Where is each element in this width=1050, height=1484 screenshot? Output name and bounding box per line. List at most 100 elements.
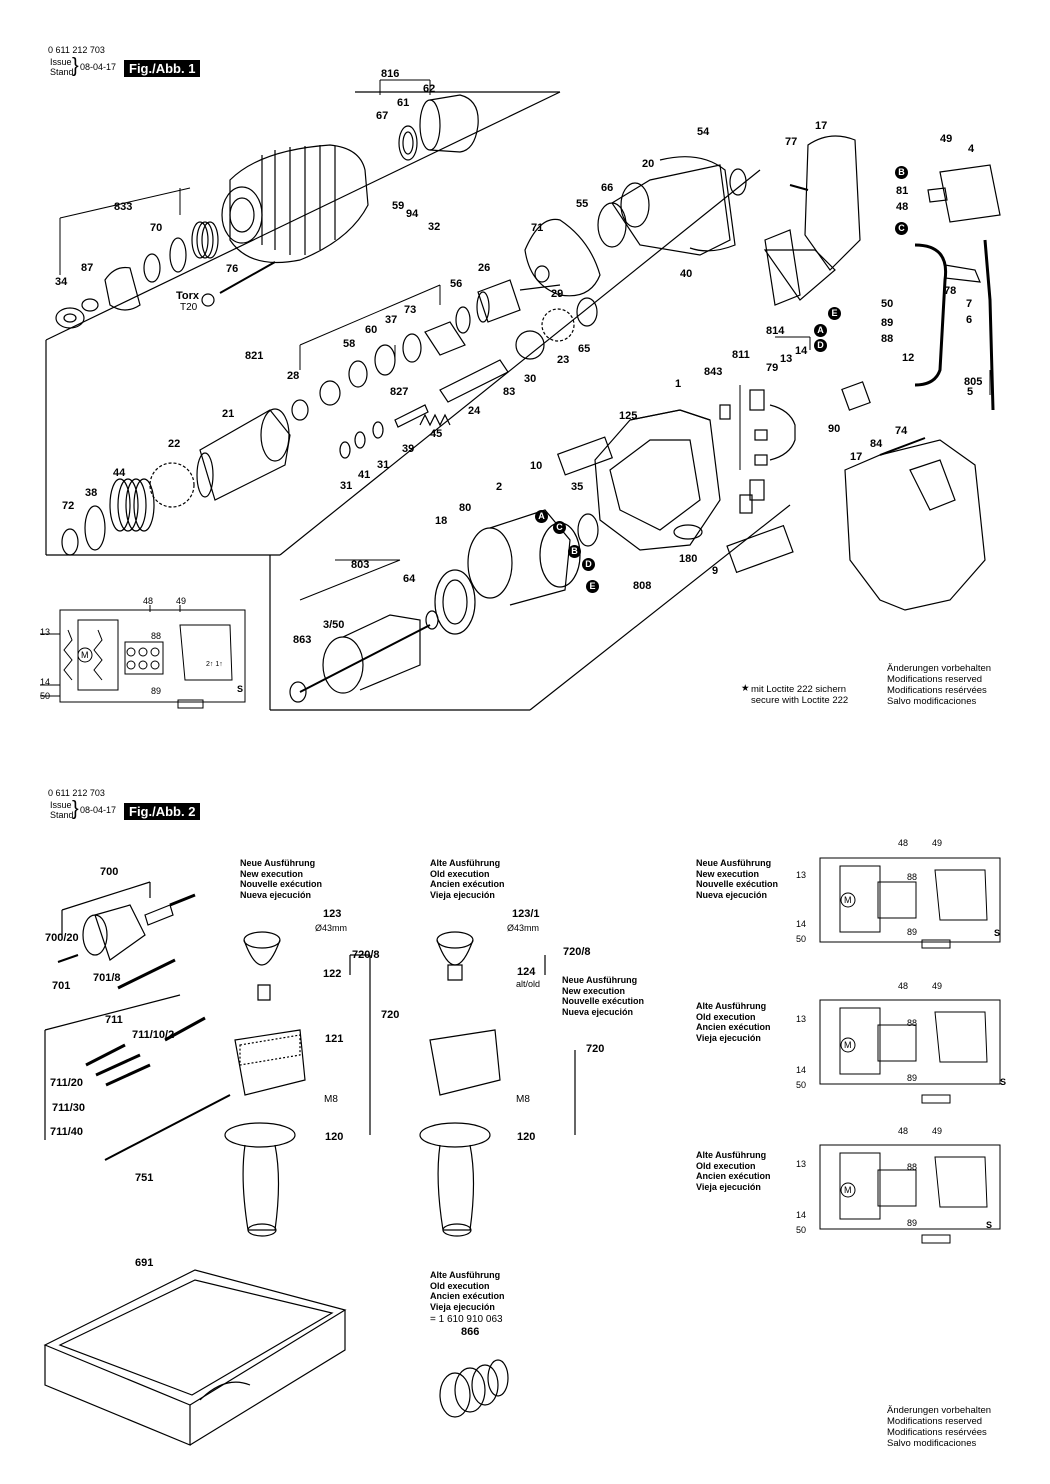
- wd1-50: 50: [40, 691, 51, 701]
- wd2a-50: 50: [796, 934, 807, 944]
- callout: 70: [150, 222, 163, 234]
- callout: 78: [944, 285, 957, 297]
- suppressor-90: [841, 381, 871, 411]
- wd2c-50: 50: [796, 1225, 807, 1235]
- spindle-24: [439, 359, 509, 403]
- doc-number: 0 611 212 703: [48, 45, 105, 55]
- callout: 816: [381, 68, 400, 80]
- spring-70: [143, 221, 219, 283]
- loctite-de: mit Loctite 222 sichern: [751, 684, 847, 695]
- callout: 31: [377, 459, 390, 471]
- callout: 20: [642, 158, 655, 170]
- callout: 827: [390, 386, 409, 398]
- shaft-26: [476, 279, 561, 323]
- gear-housing-20: [597, 156, 747, 256]
- callout-720: 720: [381, 1009, 400, 1021]
- callout-121: 121: [325, 1033, 344, 1045]
- loctite-en: secure with Loctite 222: [751, 695, 849, 706]
- callout: 2: [496, 481, 503, 493]
- callout: 180: [679, 553, 698, 565]
- callout-720-8: 720/8: [352, 949, 380, 961]
- sleeve-87: [55, 266, 141, 329]
- wd1-49: 49: [176, 596, 187, 606]
- wd2b-48: 48: [898, 981, 909, 991]
- callout: 64: [403, 573, 416, 585]
- callout-120: 120: [325, 1131, 344, 1143]
- tool-holder-21: [196, 408, 291, 501]
- callout-m8-new: M8: [324, 1094, 338, 1105]
- doc-number-2: 0 611 212 703: [48, 788, 105, 798]
- brace-icon: }: [72, 55, 79, 77]
- switch-4: [927, 164, 1001, 223]
- handle-housing-17: [844, 439, 986, 611]
- old-part-ref: = 1 610 910 063: [430, 1314, 503, 1325]
- key-701: [117, 958, 176, 990]
- issue-label: Issue: [50, 57, 72, 67]
- callout: 84: [870, 438, 883, 450]
- callout: 18: [435, 515, 448, 527]
- callout: 10: [530, 460, 543, 472]
- callout: 29: [551, 288, 564, 300]
- wd2c-89: 89: [907, 1218, 918, 1228]
- mods-de: Änderungen vorbehalten: [887, 663, 992, 674]
- callout: 67: [376, 110, 389, 122]
- callout-701: 701: [52, 980, 71, 992]
- wd2c-m: M: [844, 1185, 852, 1195]
- callout: 49: [940, 133, 953, 145]
- callout: 5: [967, 386, 974, 398]
- mods2-fr: Modifications resérvées: [887, 1427, 987, 1438]
- callout: 811: [732, 349, 750, 361]
- brace-icon-2: }: [72, 798, 79, 820]
- callout: 59: [392, 200, 405, 212]
- leader-lines: [59, 79, 991, 601]
- armature-803: [299, 614, 431, 694]
- callout-dia-old: Ø43mm: [507, 923, 540, 933]
- fig-label: Fig./Abb. 1: [124, 60, 201, 77]
- callout-torx: Torx: [176, 290, 200, 302]
- callout-dia-new: Ø43mm: [315, 923, 348, 933]
- callout: 48: [896, 201, 909, 213]
- washer-64: [425, 610, 439, 630]
- wd2a-m: M: [844, 895, 852, 905]
- motor-housing-1: [594, 409, 721, 551]
- mods-fr: Modifications resérvées: [887, 685, 987, 696]
- carry-case-691: [43, 1269, 347, 1446]
- marker-a2: A: [535, 510, 548, 523]
- marker-c: C: [895, 222, 908, 235]
- hammer-housing: [221, 144, 369, 264]
- wd2c-s: S: [986, 1220, 993, 1230]
- wd2b-89: 89: [907, 1073, 918, 1083]
- brush-holder-18: [434, 569, 476, 635]
- bits-711: [44, 994, 231, 1161]
- pin-39: [394, 404, 429, 428]
- mods2-es: Salvo modificaciones: [887, 1438, 977, 1449]
- torx-bit-icon: [201, 293, 215, 307]
- mods-es: Salvo modificaciones: [887, 696, 977, 707]
- wd2b-s: S: [1000, 1077, 1007, 1087]
- callout-700: 700: [100, 866, 119, 878]
- aux-handle-old: [419, 931, 501, 1237]
- wd2b-49: 49: [932, 981, 943, 991]
- callout: 805: [964, 376, 983, 388]
- callout-123: 123: [323, 908, 342, 920]
- stand-label: Stand: [50, 67, 74, 77]
- callout: 45: [430, 428, 443, 440]
- callout: 60: [365, 324, 378, 336]
- callout: 65: [578, 343, 591, 355]
- callout-866: 866: [461, 1326, 480, 1338]
- callout: 80: [459, 502, 472, 514]
- rear-handle-17: [763, 135, 861, 306]
- marker-d2: D: [582, 558, 595, 571]
- wd1-switch: 2↑ 1↑: [206, 661, 223, 668]
- callout: 73: [404, 304, 417, 316]
- callout: 79: [766, 362, 779, 374]
- screw-74: [879, 437, 926, 456]
- callout: 35: [571, 481, 584, 493]
- callout: 90: [828, 423, 841, 435]
- issue-date-2: 08-04-17: [80, 805, 117, 815]
- callout-120-old: 120: [517, 1131, 536, 1143]
